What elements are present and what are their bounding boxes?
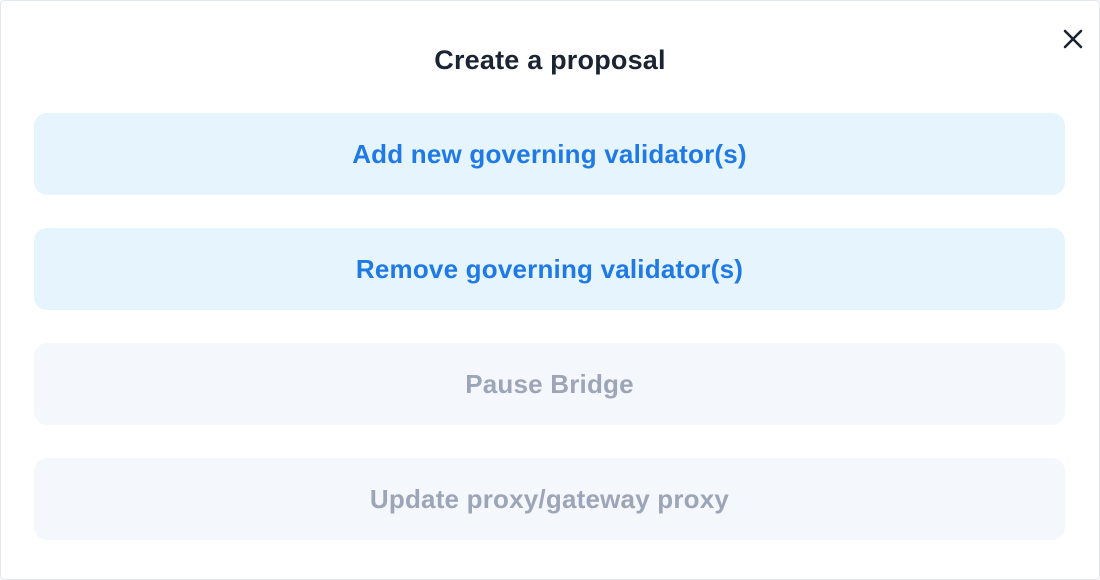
option-label: Pause Bridge — [465, 368, 634, 399]
option-label: Update proxy/gateway proxy — [369, 483, 730, 514]
close-icon — [1057, 23, 1089, 55]
proposal-options: Add new governing validator(s) Remove go… — [34, 113, 1065, 573]
option-label: Add new governing validator(s) — [352, 138, 747, 169]
add-validator-button[interactable]: Add new governing validator(s) — [34, 113, 1065, 195]
remove-validator-button[interactable]: Remove governing validator(s) — [34, 228, 1065, 310]
close-button[interactable] — [1057, 23, 1089, 55]
pause-bridge-button[interactable]: Pause Bridge — [34, 343, 1065, 425]
option-label: Remove governing validator(s) — [355, 253, 744, 284]
dialog-title: Create a proposal — [434, 45, 666, 75]
update-proxy-button[interactable]: Update proxy/gateway proxy — [34, 458, 1065, 540]
